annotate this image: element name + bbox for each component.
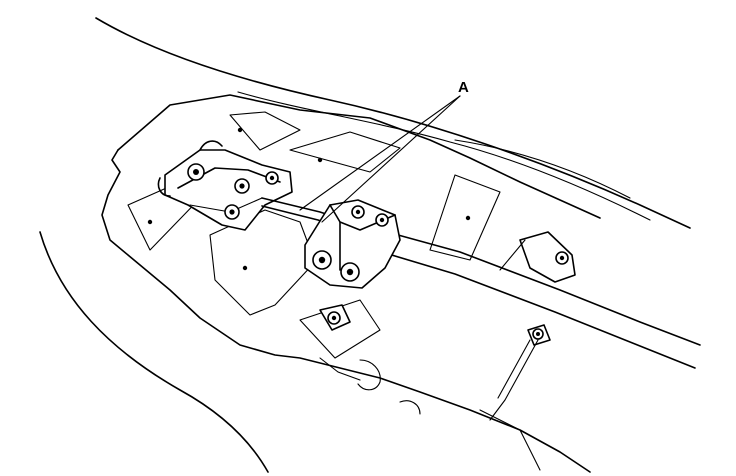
lower-bolts	[319, 304, 551, 471]
left-bracket-assembly	[157, 140, 293, 231]
right-mount-bracket	[499, 231, 576, 283]
cable-clamp-bracket	[304, 199, 401, 289]
callout-a-label: A	[458, 79, 469, 96]
body-outline	[39, 17, 691, 473]
panel-holes	[147, 127, 471, 271]
callout-a: A	[299, 79, 469, 223]
